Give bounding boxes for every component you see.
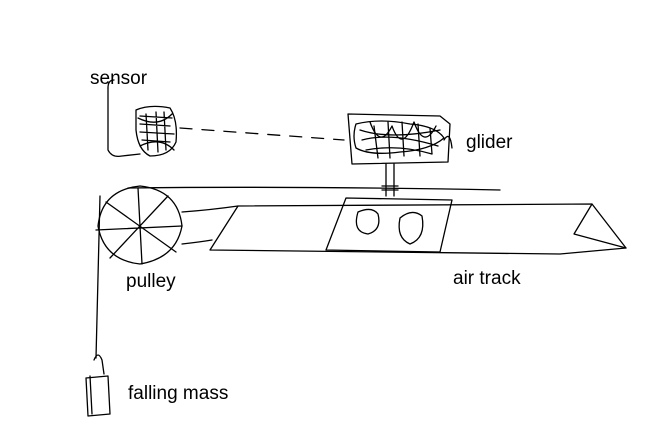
sensor-drawing bbox=[107, 79, 178, 158]
glider-drawing bbox=[347, 113, 453, 197]
sensor-beam-dashed-line bbox=[179, 127, 345, 141]
glider-label: glider bbox=[466, 132, 513, 153]
pulley-label: pulley bbox=[126, 271, 176, 292]
sensor-label: sensor bbox=[90, 68, 148, 89]
falling-mass-drawing bbox=[85, 195, 111, 417]
pulley-drawing bbox=[95, 185, 183, 265]
falling-mass-label: falling mass bbox=[128, 383, 229, 404]
air-track-drawing bbox=[127, 186, 627, 255]
air-track-label: air track bbox=[453, 268, 521, 289]
